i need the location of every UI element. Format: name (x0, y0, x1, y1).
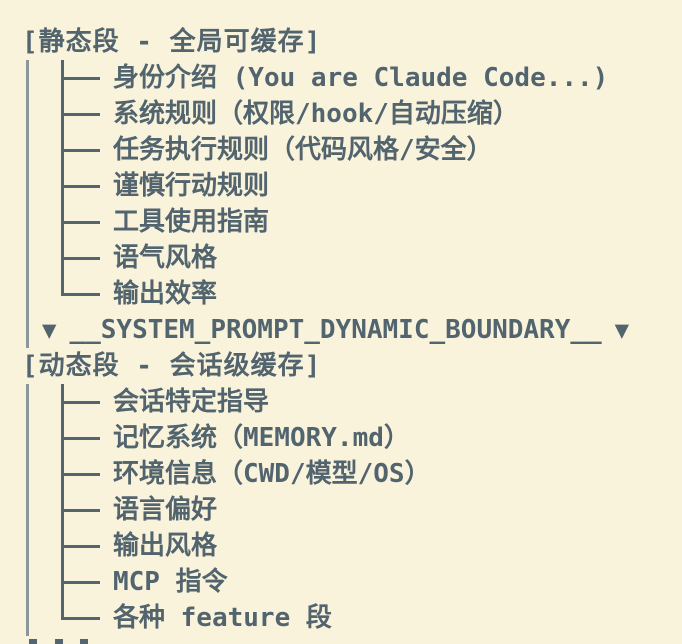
tree-item-tone-style: 语气风格 (61, 240, 682, 276)
tree-item-feature-sections: 各种 feature 段 (61, 600, 682, 636)
tree-item-mcp-instructions: MCP 指令 (61, 564, 682, 600)
tree-item-tool-usage-guide: 工具使用指南 (61, 204, 682, 240)
tree-item-task-execution-rules: 任务执行规则（代码风格/安全） (61, 132, 682, 168)
tree-item-memory-system: 记忆系统（MEMORY.md） (61, 420, 682, 456)
dynamic-section-heading: [动态段 - 会话级缓存] (22, 351, 322, 381)
quote-bar-static (26, 60, 29, 348)
tree-item-cautious-action-rules: 谨慎行动规则 (61, 168, 682, 204)
clipped-glyph-top (55, 639, 63, 644)
tree-item-identity-intro: 身份介绍 (You are Claude Code...) (61, 60, 682, 96)
tree-item-output-style: 输出风格 (61, 528, 682, 564)
static-section-heading: [静态段 - 全局可缓存] (22, 27, 322, 57)
dynamic-boundary-line: ▼ __SYSTEM_PROMPT_DYNAMIC_BOUNDARY__ ▼ (42, 312, 682, 348)
tree-trunk-dynamic (61, 384, 64, 620)
quote-bar-dynamic (26, 384, 29, 636)
tree-item-system-rules: 系统规则（权限/hook/自动压缩） (61, 96, 682, 132)
clipped-glyph-top (80, 639, 88, 644)
triangle-down-icon: ▼ (614, 316, 630, 344)
tree-trunk-static (61, 60, 64, 296)
tree-item-session-specific-guidance: 会话特定指导 (61, 384, 682, 420)
triangle-down-icon: ▼ (42, 316, 57, 344)
tree-item-language-preference: 语言偏好 (61, 492, 682, 528)
tree-item-environment-info: 环境信息（CWD/模型/OS） (61, 456, 682, 492)
dynamic-boundary-label: __SYSTEM_PROMPT_DYNAMIC_BOUNDARY__ (69, 315, 602, 345)
tree-item-output-efficiency: 输出效率 (61, 276, 682, 312)
clipped-glyph-top (29, 639, 37, 644)
